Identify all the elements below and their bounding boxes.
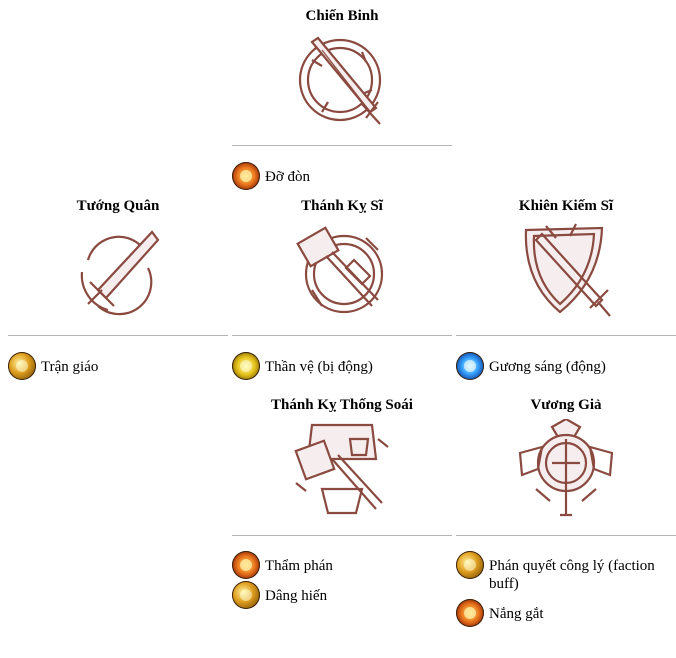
class-title: Thánh Kỵ Sĩ	[301, 198, 383, 214]
class-node-khien-kiem-si: Khiên Kiếm Sĩ	[456, 198, 676, 323]
class-title: Thánh Kỵ Thống Soái	[271, 397, 413, 413]
mirror-icon	[456, 352, 484, 380]
skill-label: Thần vệ (bị động)	[265, 359, 373, 375]
divider	[232, 535, 452, 536]
consecrate-icon	[232, 581, 260, 609]
skill-phan-quyet[interactable]: Phán quyết công lý (faction buff)	[456, 551, 674, 593]
guardian-icon	[232, 352, 260, 380]
class-title: Chiến Binh	[305, 8, 379, 24]
paladin-marshal-emblem-icon	[294, 423, 389, 515]
skill-label: Nắng gắt	[489, 606, 544, 622]
class-title: Khiên Kiếm Sĩ	[518, 198, 614, 214]
skill-tran-giao[interactable]: Trận giáo	[8, 352, 230, 380]
shield-fire-icon	[232, 162, 260, 190]
class-node-vuong-gia: Vương Giả	[456, 397, 676, 522]
general-sword-emblem-icon	[80, 230, 160, 316]
divider	[8, 335, 228, 336]
skill-label: Trận giáo	[41, 359, 99, 375]
class-node-chien-binh: Chiến Binh	[232, 8, 452, 133]
divider	[232, 145, 452, 146]
skill-label: Phán quyết công lý (faction buff)	[489, 558, 655, 592]
skill-label: Gương sáng (động)	[489, 359, 606, 375]
sunburst-icon	[456, 599, 484, 627]
skill-label: Đỡ đòn	[265, 169, 311, 185]
paladin-hammer-emblem-icon	[296, 226, 384, 314]
skill-tham-phan[interactable]: Thẩm phán	[232, 551, 454, 579]
verdict-icon	[456, 551, 484, 579]
skill-than-ve[interactable]: Thần vệ (bị động)	[232, 352, 454, 380]
divider	[456, 535, 676, 536]
skill-do-don[interactable]: Đỡ đòn	[232, 162, 454, 190]
skill-label: Thẩm phán	[265, 558, 333, 574]
class-node-tuong-quan: Tướng Quân	[8, 198, 228, 323]
class-node-thanh-ky-si: Thánh Kỵ Sĩ	[232, 198, 452, 323]
class-title: Vương Giả	[530, 397, 602, 413]
divider	[232, 335, 452, 336]
skill-dang-hien[interactable]: Dâng hiến	[232, 581, 454, 609]
skill-guong-sang[interactable]: Gương sáng (động)	[456, 352, 676, 380]
class-node-thanh-ky-thong-soai: Thánh Kỵ Thống Soái	[232, 397, 452, 522]
spear-icon	[8, 352, 36, 380]
royal-crest-emblem-icon	[518, 419, 614, 517]
judgement-icon	[232, 551, 260, 579]
skill-nang-gat[interactable]: Nắng gắt	[456, 599, 676, 627]
skill-label: Dâng hiến	[265, 588, 328, 604]
divider	[456, 335, 676, 336]
sword-ring-emblem-icon	[298, 36, 382, 125]
class-title: Tướng Quân	[76, 198, 160, 214]
shield-sword-emblem-icon	[524, 223, 611, 317]
